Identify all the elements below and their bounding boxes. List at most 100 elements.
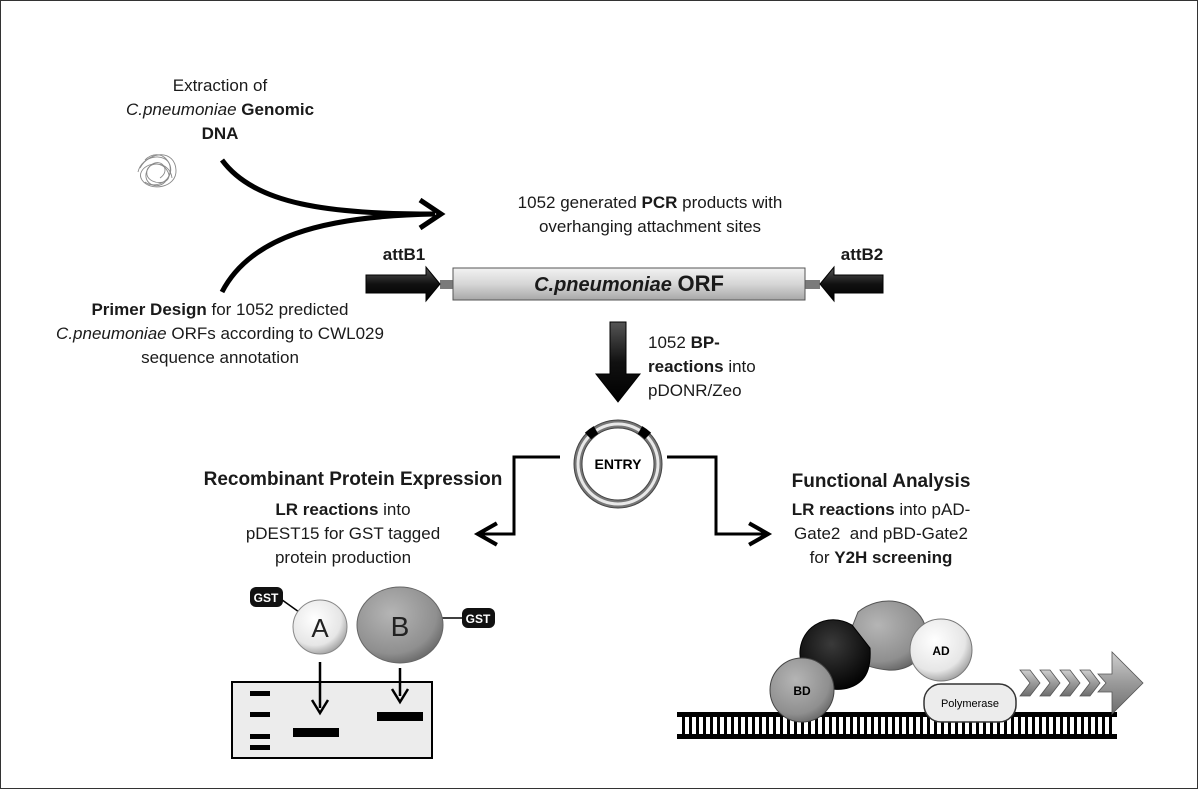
primer-rest1: for 1052 predicted [211,300,349,319]
dna-rung [829,712,832,739]
dna-rung [850,712,853,739]
gst-label-a: GST [254,591,279,605]
dna-rung [1039,712,1042,739]
dna-rung [1060,712,1063,739]
dna-rung [1025,712,1028,739]
protein-b-ball [356,586,444,664]
dna-rung [1067,712,1070,739]
dna-rung [703,712,706,739]
gst-label-b: GST [466,612,491,626]
dna-rung [752,712,755,739]
entry-label: ENTRY [595,456,643,472]
bd-label: BD [793,684,811,698]
primer-rest2: ORFs according to CWL029 [171,324,384,343]
bp-reaction-arrow [594,321,642,403]
dna-rung [724,712,727,739]
functional-text: LR reactions into pAD- Gate2 and pBD-Gat… [770,498,992,570]
expression-heading: Recombinant Protein Expression [203,469,503,490]
pcr-products-text: 1052 generated PCR products with overhan… [480,191,820,239]
orf-bar [452,267,806,301]
dna-rung [871,712,874,739]
dna-rung [710,712,713,739]
dna-rung [794,712,797,739]
dna-rung [717,712,720,739]
expression-line2: pDEST15 for GST tagged [245,524,441,543]
dna-rung [1004,712,1007,739]
dna-rung [1018,712,1021,739]
extraction-line1: Extraction of [172,76,268,95]
attb2-label: attB2 [840,245,884,264]
dna-rung [892,712,895,739]
extraction-dna: DNA [201,124,239,143]
dna-rung [766,712,769,739]
dna-rung [787,712,790,739]
functional-line2: Gate2 and pBD-Gate2 [794,524,968,543]
dna-rung [976,712,979,739]
dna-rung [1095,712,1098,739]
attb2-arrow [819,265,884,303]
orf-organism: C.pneumoniae [534,274,672,296]
dna-rung [969,712,972,739]
functional-post: into pAD- [899,500,971,519]
dna-rung [689,712,692,739]
ad-label: AD [932,644,950,658]
protein-a-label: A [311,613,329,643]
merge-arrowhead [418,197,446,231]
primer-organism: C.pneumoniae [56,324,167,343]
transcription-chevrons-icon [1019,651,1144,715]
functional-line3-pre: for [809,548,830,567]
extraction-genomic: Genomic [241,100,315,119]
dna-rung [1046,712,1049,739]
y2h-illustration [677,600,1144,739]
functional-line3-bold: Y2H screening [834,548,953,567]
expression-elbow-arrow [473,455,560,547]
dna-rung [1032,712,1035,739]
pcr-line2: overhanging attachment sites [538,217,762,236]
bp-bold2: reactions [648,357,724,376]
dna-rung [878,712,881,739]
gel-band-b [377,712,423,721]
pcr-post: products with [682,193,783,212]
primer-line3: sequence annotation [141,348,299,367]
bp-reaction-text: 1052 BP- reactions into pDONR/Zeo [648,331,768,403]
dna-rung [815,712,818,739]
dna-rung [1011,712,1014,739]
dna-rung [857,712,860,739]
bp-vector: pDONR/Zeo [648,381,742,400]
dna-rung [1088,712,1091,739]
dna-rung [738,712,741,739]
dna-rung [934,712,937,739]
dna-rung [836,712,839,739]
primer-curve [219,211,436,294]
dna-rung [941,712,944,739]
protein-a-group [250,587,348,655]
dna-rung [927,712,930,739]
protein-a-ball [292,599,348,655]
dna-rung [1074,712,1077,739]
extraction-organism: C.pneumoniae [125,100,237,119]
dna-rung [955,712,958,739]
dna-rung [808,712,811,739]
dna-rung [913,712,916,739]
dna-rung [1053,712,1056,739]
dna-rung [1109,712,1112,739]
dna-rung [906,712,909,739]
primer-bold: Primer Design [91,300,207,319]
dna-rung [1102,712,1105,739]
dna-rung [948,712,951,739]
ad-domain-ball [909,618,973,682]
orf-word: ORF [677,271,724,296]
dna-rung [731,712,734,739]
dna-rung [990,712,993,739]
attb1-label: attB1 [382,245,426,264]
sds-gel [231,662,433,759]
dna-rung [759,712,762,739]
dna-rung [920,712,923,739]
protein-b-group [356,586,495,664]
bd-domain-ball [769,657,835,723]
genomic-dna-icon [137,154,177,188]
expression-bold: LR reactions [275,500,379,519]
orf-label: C.pneumoniae ORF [453,272,805,297]
